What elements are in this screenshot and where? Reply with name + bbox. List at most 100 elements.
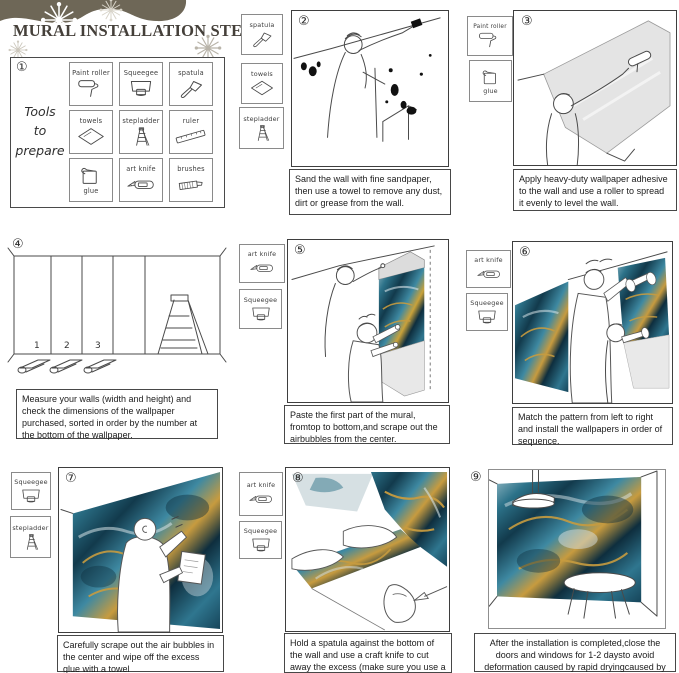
squeegee-icon <box>251 538 270 551</box>
step-2-caption: Sand the wall with fine sandpaper, then … <box>289 169 451 215</box>
step-3: Paint roller glue ③ <box>462 8 679 218</box>
toolbox-art-knife: art knife <box>466 250 511 288</box>
wall-panel-number: 2 <box>64 341 70 351</box>
stepladder-icon <box>26 533 38 550</box>
tool-label: Squeegee <box>14 477 48 486</box>
step-3-caption: Apply heavy-duty wallpaper adhesive to t… <box>513 169 677 211</box>
step-4-number: ④ <box>12 237 24 252</box>
toolbox-squeegee: Squeegee <box>119 62 163 106</box>
step-9-illustration-panel <box>488 469 666 629</box>
art-knife-icon <box>249 495 272 503</box>
pasting-first-strip-drawing <box>291 245 435 402</box>
tool-label: stepladder <box>12 523 49 532</box>
toolbox-spatula: spatula <box>169 62 213 106</box>
toolbox-paint-roller: Paint roller <box>467 16 513 56</box>
toolbox-art-knife: art knife <box>119 158 163 202</box>
spatula-icon <box>253 32 272 48</box>
step-1-number: ① <box>16 60 28 75</box>
step-4: ④ 1 2 3 Measure your walls (width and he… <box>4 234 232 444</box>
paint-roller-icon <box>78 80 99 97</box>
toolbox-stepladder: stepladder <box>239 107 284 149</box>
toolbox-squeegee: Squeegee <box>466 293 508 331</box>
towel-icon <box>78 128 104 145</box>
step-3-illustration-panel: ③ <box>513 10 677 166</box>
step-9: ⑨ <box>462 462 679 673</box>
ruler-icon <box>175 129 206 144</box>
paint-roller-icon <box>479 32 497 47</box>
wall-measuring-drawing: 1 2 3 <box>7 247 227 374</box>
tool-label: stepladder <box>122 117 160 125</box>
tool-label: brushes <box>177 165 205 173</box>
toolbox-art-knife: art knife <box>239 244 285 283</box>
tool-label: spatula <box>249 21 275 29</box>
step-2: spatula towels stepladder ② <box>236 8 454 218</box>
trimming-excess-drawing <box>291 471 448 631</box>
scraping-bubbles-drawing <box>60 471 221 632</box>
finished-room-drawing <box>489 470 658 619</box>
step-8: art knife Squeegee ⑧ <box>236 462 454 673</box>
tool-label: stepladder <box>243 114 280 123</box>
tool-label: glue <box>483 86 498 95</box>
tool-label: Paint roller <box>72 69 110 77</box>
tool-label: towels <box>251 70 273 78</box>
step-7: Squeegee stepladder ⑦ <box>6 462 232 673</box>
step-9-number: ⑨ <box>470 470 482 485</box>
toolbox-art-knife: art knife <box>239 472 283 516</box>
toolbox-towels: towels <box>241 63 283 104</box>
step-6-illustration-panel: ⑥ <box>512 241 673 404</box>
step-7-illustration-panel: ⑦ <box>58 467 223 633</box>
toolbox-stepladder: stepladder <box>119 110 163 154</box>
step-8-illustration-panel: ⑧ <box>285 467 450 632</box>
tool-label: Squeegee <box>243 526 278 535</box>
applying-adhesive-drawing <box>517 20 671 165</box>
art-knife-icon <box>476 270 500 278</box>
step-5: art knife Squeegee ⑤ <box>236 236 454 444</box>
art-knife-icon <box>250 264 273 272</box>
glue-icon <box>81 167 97 184</box>
sanding-wall-drawing <box>293 17 441 142</box>
art-knife-icon <box>127 180 154 189</box>
toolbox-stepladder: stepladder <box>10 516 51 558</box>
squeegee-icon <box>478 310 496 323</box>
toolbox-squeegee: Squeegee <box>239 289 282 329</box>
step-6-caption: Match the pattern from left to right and… <box>512 407 673 446</box>
glue-icon <box>482 69 496 84</box>
toolbox-glue: glue <box>469 60 512 102</box>
step-4-caption: Measure your walls (width and height) an… <box>16 389 218 440</box>
tool-label: art knife <box>126 165 156 173</box>
tool-label: spatula <box>178 69 204 77</box>
tool-label: towels <box>79 117 103 125</box>
step-5-number: ⑤ <box>294 243 306 258</box>
step-2-number: ② <box>298 14 310 29</box>
step-8-number: ⑧ <box>292 471 304 486</box>
poster-title: MURAL INSTALLATION STEPS <box>13 21 262 40</box>
tool-label: art knife <box>246 480 276 489</box>
tool-label: art knife <box>247 250 277 258</box>
tool-label: ruler <box>182 117 200 125</box>
tool-label: Squeegee <box>243 295 278 304</box>
toolbox-spatula: spatula <box>241 14 283 55</box>
step-2-illustration-panel: ② <box>291 10 449 167</box>
toolbox-glue: glue <box>69 158 113 202</box>
squeegee-icon <box>251 307 270 320</box>
stepladder-icon <box>257 124 269 141</box>
step-8-caption: Hold a spatula against the bottom of the… <box>284 633 452 673</box>
towel-icon <box>251 80 273 96</box>
tool-label: Squeegee <box>123 69 159 77</box>
wall-panel-number: 1 <box>34 341 40 351</box>
squeegee-icon <box>130 81 152 96</box>
toolbox-brushes: brushes <box>169 158 213 202</box>
squeegee-icon <box>22 489 40 502</box>
step-5-illustration-panel: ⑤ <box>287 239 449 403</box>
step-7-caption: Carefully scrape out the air bubbles in … <box>57 635 224 673</box>
spatula-icon <box>180 81 202 99</box>
step-6: art knife Squeegee ⑥ <box>462 236 679 446</box>
step-6-number: ⑥ <box>519 245 531 260</box>
toolbox-squeegee: Squeegee <box>11 472 51 510</box>
stepladder-icon <box>136 127 150 146</box>
brush-icon <box>178 179 204 190</box>
tool-label: Squeegee <box>470 298 504 307</box>
